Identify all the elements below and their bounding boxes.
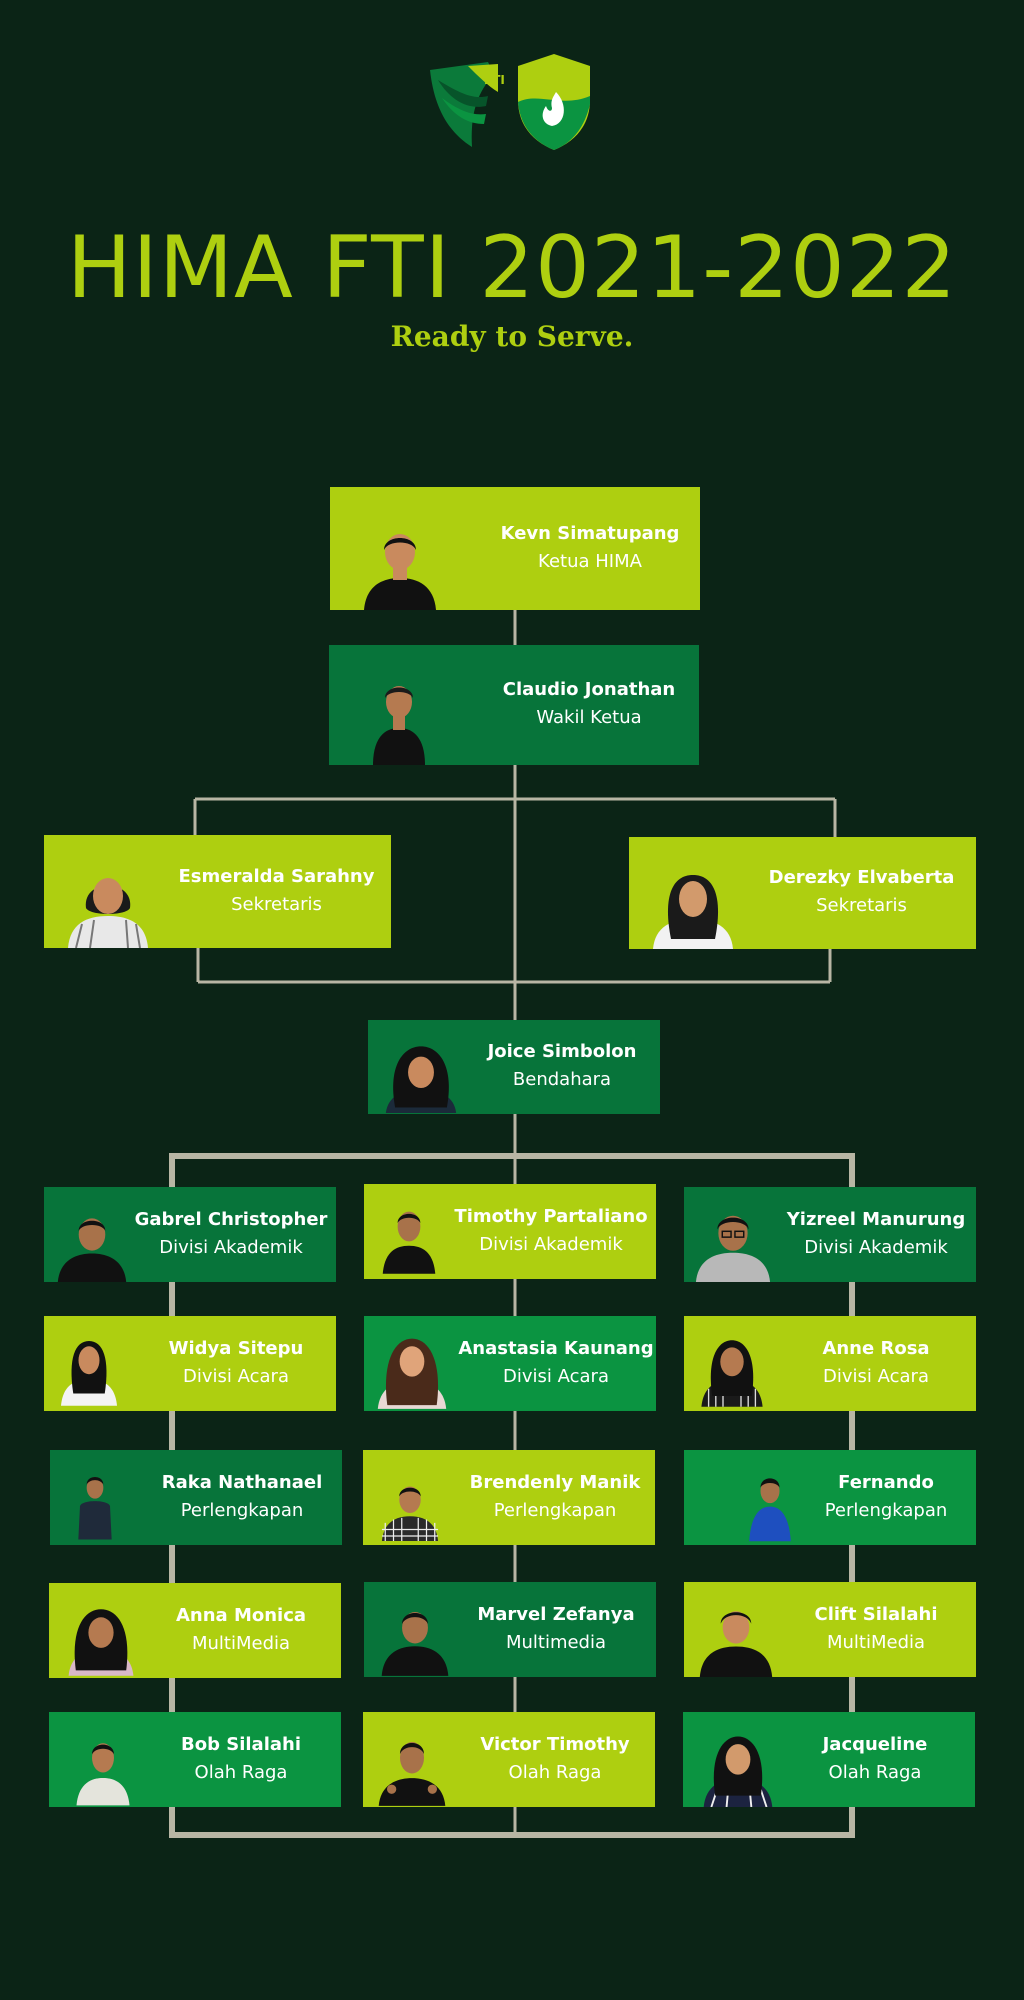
member-name: Bob Silalahi xyxy=(181,1733,301,1755)
svg-text:FTI: FTI xyxy=(484,73,505,87)
card-multimedia-1: Anna Monica MultiMedia xyxy=(49,1583,341,1678)
card-olahraga-3: Jacqueline Olah Raga xyxy=(683,1712,975,1807)
page-title: HIMA FTI 2021-2022 xyxy=(66,218,958,318)
member-name: Anna Monica xyxy=(175,1604,307,1626)
member-role: Multimedia xyxy=(505,1631,607,1653)
member-role: Divisi Akademik xyxy=(479,1233,623,1255)
person-photo xyxy=(78,1477,112,1540)
member-name: Jacqueline xyxy=(822,1733,928,1755)
card-ketua: Kevn Simatupang Ketua HIMA xyxy=(330,487,700,610)
card-multimedia-2: Marvel Zefanya Multimedia xyxy=(364,1582,656,1677)
member-role: Divisi Akademik xyxy=(804,1236,948,1258)
member-name: Yizreel Manurung xyxy=(786,1208,966,1230)
person-photo xyxy=(701,1340,763,1407)
person-photo xyxy=(61,1341,117,1406)
member-name: Derezky Elvaberta xyxy=(768,867,955,888)
card-perlengkapan-2: Brendenly Manik Perlengkapan xyxy=(363,1450,655,1545)
card-acara-1: Widya Sitepu Divisi Acara xyxy=(44,1316,336,1411)
member-name: Victor Timothy xyxy=(480,1733,630,1755)
member-role: MultiMedia xyxy=(826,1631,926,1653)
member-name: Kevn Simatupang xyxy=(500,522,680,544)
person-photo xyxy=(385,1046,457,1113)
person-photo xyxy=(381,1486,439,1541)
card-sekretaris-1: Esmeralda Sarahny Sekretaris xyxy=(44,835,391,948)
card-multimedia-3: Clift Silalahi MultiMedia xyxy=(684,1582,976,1677)
person-photo xyxy=(57,1218,127,1282)
person-photo xyxy=(382,1211,436,1274)
member-role: Divisi Akademik xyxy=(159,1236,303,1258)
person-photo xyxy=(377,1338,447,1409)
member-role: Divisi Acara xyxy=(183,1365,289,1387)
member-role: Perlengkapan xyxy=(180,1499,304,1521)
person-photo xyxy=(68,878,148,948)
member-name: Widya Sitepu xyxy=(168,1337,304,1359)
member-name: Clift Silalahi xyxy=(814,1603,938,1625)
card-sekretaris-2: Derezky Elvaberta Sekretaris xyxy=(629,837,976,949)
person-photo xyxy=(373,686,425,765)
page-subtitle: Ready to Serve. xyxy=(390,320,634,353)
member-name: Anastasia Kaunang xyxy=(458,1337,654,1359)
member-name: Fernando xyxy=(838,1471,934,1493)
hima-fti-logo: FTI xyxy=(430,54,590,150)
person-photo xyxy=(68,1609,134,1676)
member-name: Timothy Partaliano xyxy=(454,1205,648,1227)
member-role: Sekretaris xyxy=(231,893,322,915)
card-akademik-1: Gabrel Christopher Divisi Akademik xyxy=(44,1187,336,1282)
member-role: Ketua HIMA xyxy=(538,550,642,572)
card-acara-3: Anne Rosa Divisi Acara xyxy=(684,1316,976,1411)
person-photo xyxy=(695,1215,771,1282)
member-role: Sekretaris xyxy=(816,895,907,916)
member-role: Bendahara xyxy=(512,1069,612,1090)
card-olahraga-1: Bob Silalahi Olah Raga xyxy=(49,1712,341,1807)
member-name: Marvel Zefanya xyxy=(477,1603,635,1625)
person-photo xyxy=(381,1612,449,1676)
member-role: Divisi Acara xyxy=(823,1365,929,1387)
person-photo xyxy=(653,875,733,949)
member-role: Divisi Acara xyxy=(503,1365,609,1387)
card-olahraga-2: Victor Timothy Olah Raga xyxy=(363,1712,655,1807)
member-role: Wakil Ketua xyxy=(536,707,642,728)
member-name: Gabrel Christopher xyxy=(134,1208,328,1230)
person-photo xyxy=(699,1611,773,1677)
member-name: Claudio Jonathan xyxy=(502,679,676,700)
person-photo xyxy=(749,1478,791,1542)
card-perlengkapan-1: Raka Nathanael Perlengkapan xyxy=(50,1450,342,1545)
member-role: Perlengkapan xyxy=(824,1499,948,1521)
person-photo xyxy=(378,1742,446,1806)
member-name: Brendenly Manik xyxy=(469,1471,641,1493)
member-name: Raka Nathanael xyxy=(161,1471,323,1493)
person-photo xyxy=(364,534,436,610)
member-name: Anne Rosa xyxy=(822,1337,930,1359)
member-role: Olah Raga xyxy=(194,1761,288,1783)
card-acara-2: Anastasia Kaunang Divisi Acara xyxy=(364,1316,656,1411)
member-role: Olah Raga xyxy=(828,1761,922,1783)
member-role: Olah Raga xyxy=(508,1761,602,1783)
card-akademik-3: Yizreel Manurung Divisi Akademik xyxy=(684,1187,976,1282)
card-akademik-2: Timothy Partaliano Divisi Akademik xyxy=(364,1184,656,1279)
member-name: Joice Simbolon xyxy=(487,1041,637,1062)
member-name: Esmeralda Sarahny xyxy=(178,865,375,887)
card-wakil-ketua: Claudio Jonathan Wakil Ketua xyxy=(329,645,699,765)
card-perlengkapan-3: Fernando Perlengkapan xyxy=(684,1450,976,1545)
person-photo xyxy=(76,1743,130,1806)
member-role: Perlengkapan xyxy=(493,1499,617,1521)
member-role: MultiMedia xyxy=(191,1632,291,1654)
card-bendahara: Joice Simbolon Bendahara xyxy=(368,1020,660,1114)
person-photo xyxy=(703,1736,773,1807)
